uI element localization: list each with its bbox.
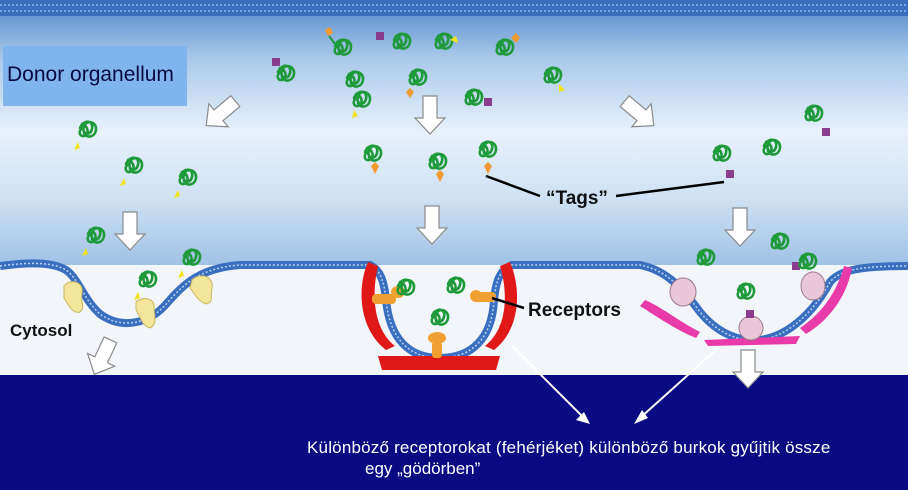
protein-cluster-top <box>272 27 565 118</box>
red-coat-left <box>361 262 395 350</box>
caption-line-1: Különböző receptorokat (fehérjéket) külö… <box>307 438 831 457</box>
yellow-receptor-3 <box>189 275 213 305</box>
receptors-label: Receptors <box>528 300 621 321</box>
top-membrane <box>0 0 908 16</box>
protein-cluster-right <box>696 104 830 318</box>
tags-pointer-right <box>615 180 725 198</box>
callout-arrow-right <box>634 347 719 424</box>
magenta-coat-right <box>800 266 852 334</box>
pink-receptor-2 <box>738 315 764 341</box>
caption-line-2: egy „gödörben” <box>365 459 481 478</box>
magenta-coat-left <box>640 300 700 338</box>
magenta-coat-bottom <box>704 336 800 346</box>
pink-receptor-3 <box>800 271 826 301</box>
donor-organellum-label: Donor organellum <box>3 46 187 106</box>
yellow-receptor-1 <box>63 281 84 313</box>
donor-lumen <box>0 0 908 265</box>
protein-cluster-middle <box>363 140 498 326</box>
callout-arrow-left <box>511 345 590 424</box>
pink-receptor-1 <box>669 277 697 307</box>
tags-pointer-left <box>485 174 541 198</box>
tags-label: “Tags” <box>546 188 608 209</box>
red-coat-right <box>485 262 518 350</box>
red-coat-bottom <box>378 356 500 370</box>
protein-cluster-left <box>74 120 202 300</box>
orange-receptor-right <box>470 290 496 302</box>
cytosol-label: Cytosol <box>10 321 72 340</box>
orange-receptor-middle <box>428 332 446 358</box>
receptors-pointer <box>491 296 525 310</box>
yellow-receptor-2 <box>135 298 156 329</box>
